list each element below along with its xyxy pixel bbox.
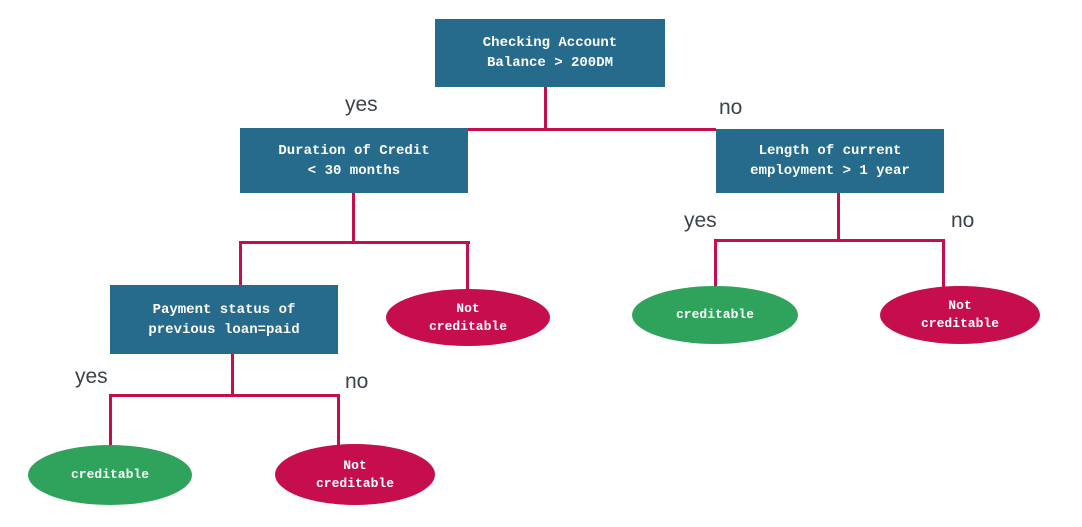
node-text-line: previous loan=paid: [148, 321, 300, 338]
edge-label-no-root-right: no: [719, 96, 743, 119]
node-duration-of-credit: Duration of Credit < 30 months: [240, 128, 468, 193]
node-checking-account-balance: Checking Account Balance > 200DM: [435, 19, 665, 87]
leaf-not-creditable-bottom: Not creditable: [275, 444, 435, 505]
leaf-text-line: creditable: [920, 316, 999, 331]
node-payment-status: Payment status of previous loan=paid: [110, 285, 338, 354]
edge-label-no-payment: no: [345, 370, 369, 393]
leaf-text-line: Not: [343, 457, 367, 473]
edge-employment-split-horizontal: [714, 239, 945, 242]
edge-payment-bottom-stem: [231, 353, 234, 397]
node-text-line: Length of current: [758, 143, 902, 159]
node-text-line: < 30 months: [307, 162, 401, 179]
leaf-text-line: Not: [948, 298, 972, 313]
leaf-creditable-right: creditable: [632, 286, 798, 344]
edge-payment-split-horizontal: [109, 394, 340, 397]
leaf-text-line: Not: [456, 300, 480, 316]
node-text-line: Payment status of: [152, 301, 296, 318]
node-length-of-employment: Length of current employment > 1 year: [716, 129, 944, 193]
leaf-not-creditable-right: Not creditable: [880, 286, 1040, 344]
leaf-text-line: creditable: [675, 307, 754, 322]
edge-label-yes-payment: yes: [75, 365, 108, 388]
edge-employment-stem: [837, 192, 840, 242]
leaf-not-creditable-mid: Not creditable: [386, 289, 550, 346]
edge-label-no-employment: no: [951, 209, 975, 232]
leaf-text-line: creditable: [315, 475, 394, 491]
node-text-line: employment > 1 year: [750, 163, 910, 179]
edge-root-stem: [544, 87, 547, 131]
edge-creditable-bottom-stem: [109, 394, 112, 448]
edge-duration-split-horizontal: [239, 241, 470, 244]
leaf-text-line: creditable: [428, 318, 507, 334]
leaf-text-line: creditable: [70, 467, 149, 482]
leaf-creditable-bottom: creditable: [28, 445, 192, 505]
edge-notcreditable-bottom-stem: [337, 394, 340, 446]
edge-notcreditable-mid-stem: [466, 241, 469, 293]
node-text-line: Balance > 200DM: [486, 55, 614, 71]
edge-label-yes-employment: yes: [684, 209, 717, 232]
edge-label-yes-root-left: yes: [345, 93, 378, 116]
edge-level1-horizontal: [466, 128, 716, 131]
node-text-line: Checking Account: [482, 35, 618, 51]
node-text-line: Duration of Credit: [278, 142, 430, 159]
edge-duration-stem: [352, 192, 355, 244]
edge-creditable-right-stem: [714, 239, 717, 288]
edge-payment-top-stem: [239, 241, 242, 287]
edge-notcreditable-right-stem: [942, 239, 945, 288]
